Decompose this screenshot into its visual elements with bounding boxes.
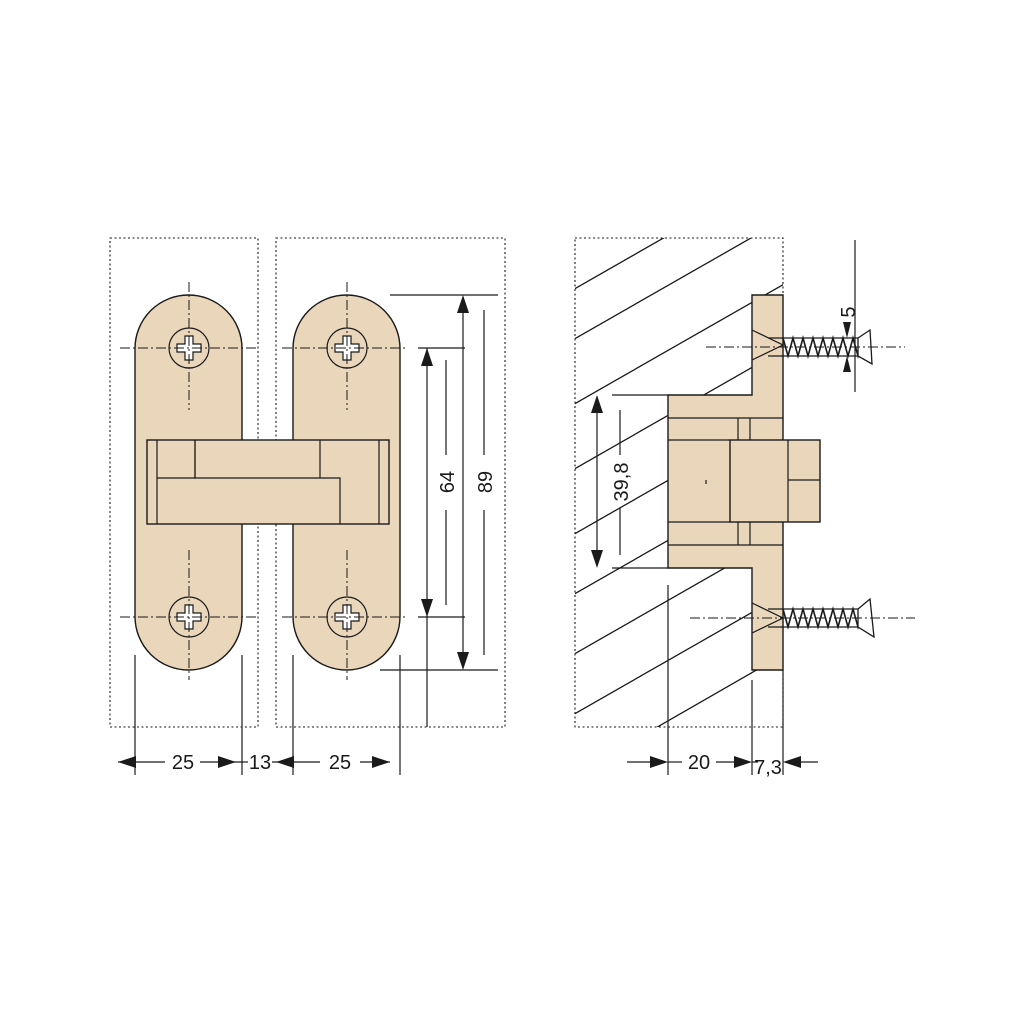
side-horizontal-dimensions: 20 7,3 <box>627 585 818 779</box>
dimension-5: 5 <box>838 240 860 392</box>
dimension-20-label: 20 <box>688 752 710 774</box>
upper-screw <box>768 328 873 366</box>
dimension-39-8-label: 39,8 <box>611 463 633 502</box>
side-view: 5 39,8 20 7,3 <box>574 237 915 779</box>
dimension-89: 89 <box>380 294 498 671</box>
dimension-5-label: 5 <box>838 306 860 317</box>
front-view: 64 89 25 13 <box>109 237 506 775</box>
dimension-64-label: 64 <box>437 471 459 493</box>
right-panel-outline <box>275 237 506 728</box>
side-center-lines <box>690 346 915 619</box>
side-panel-outline <box>574 237 784 728</box>
front-horizontal-dimensions: 25 13 25 <box>118 655 401 775</box>
dimension-39-8: 39,8 <box>591 394 668 569</box>
dimension-25-left-label: 25 <box>172 752 194 774</box>
front-center-lines <box>120 282 408 680</box>
hinge-side-body <box>667 294 821 671</box>
dimension-13-label: 13 <box>249 752 271 774</box>
dimension-89-label: 89 <box>475 471 497 493</box>
dimension-25-right-label: 25 <box>329 752 351 774</box>
hinge-link-bar <box>146 439 390 525</box>
dimension-7-3-label: 7,3 <box>754 757 782 779</box>
dimension-64: 64 <box>418 347 465 727</box>
